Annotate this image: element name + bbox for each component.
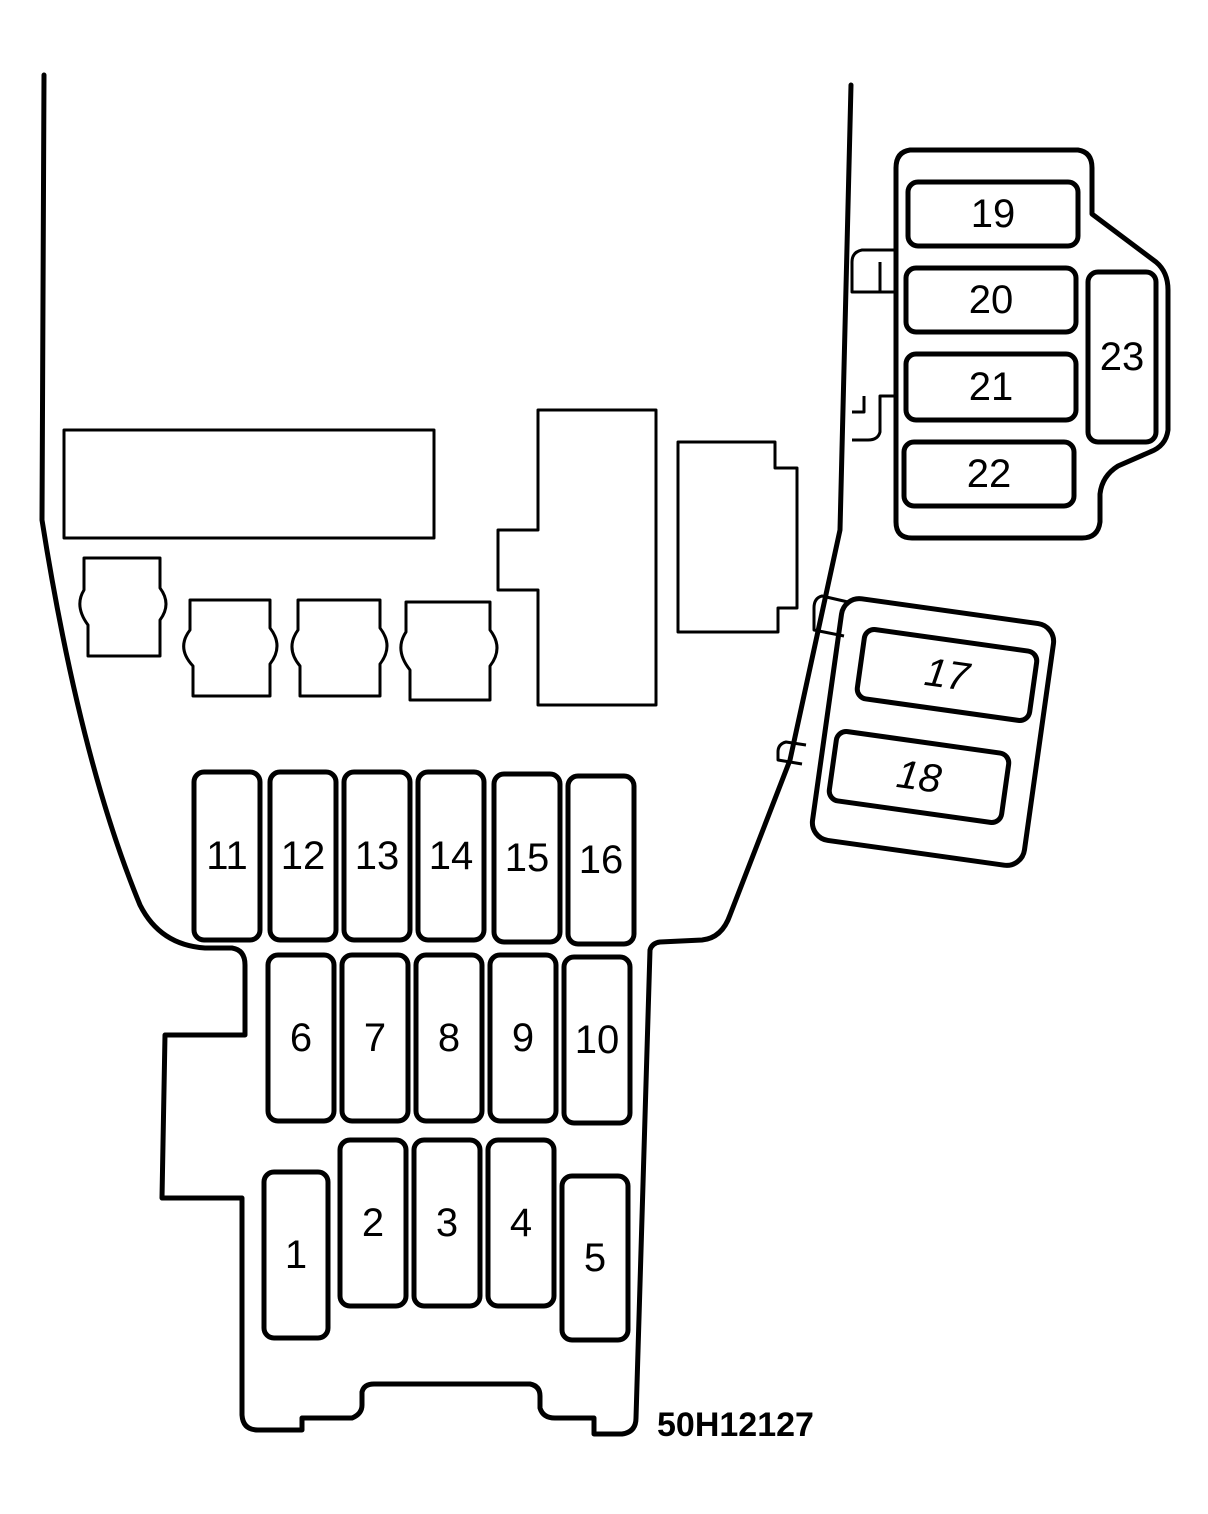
fuse-slot-outline <box>485 1137 557 1309</box>
fuse-slot-outline <box>339 952 411 1124</box>
fuse-slot-outline <box>901 439 1077 509</box>
sub-panel-lower-right <box>809 596 1057 868</box>
fuse-number-label: 10 <box>575 1018 620 1062</box>
fuse-slot-10: 10 <box>561 954 633 1126</box>
fuse-slot-outline <box>411 1137 483 1309</box>
fuse-slot-4: 4 <box>485 1137 557 1309</box>
fuse-slot-15: 15 <box>491 771 563 945</box>
fuse-slot-outline <box>341 769 413 943</box>
fuse-slot-6: 6 <box>265 952 337 1124</box>
diagram-code-label: 50H12127 <box>657 1406 814 1444</box>
sub-panel-upper-right <box>893 147 1171 541</box>
fuse-number-label: 18 <box>894 752 945 802</box>
fuse-slot-outline <box>826 729 1012 825</box>
relay-block-right <box>676 440 799 634</box>
fuse-slot-outline <box>413 952 485 1124</box>
fuse-slot-21: 21 <box>903 351 1079 423</box>
fuse-slot-20: 20 <box>903 265 1079 335</box>
fuse-slot-outline <box>903 265 1079 335</box>
fuse-slot-1: 1 <box>261 1169 331 1341</box>
fuse-number-label: 13 <box>355 834 400 878</box>
fuse-number-label: 21 <box>969 365 1014 409</box>
fuse-number-label: 8 <box>438 1016 460 1060</box>
fuse-slot-13: 13 <box>341 769 413 943</box>
fuse-slot-outline <box>854 627 1040 723</box>
fuse-slot-14: 14 <box>415 769 487 943</box>
fuse-slot-17: 17 <box>854 627 1040 723</box>
fuse-number-label: 19 <box>971 192 1016 236</box>
sub-panel-upper-clip-bottom <box>852 394 896 442</box>
fuse-slot-18: 18 <box>826 729 1012 825</box>
fuse-number-label: 17 <box>922 650 974 700</box>
sub-panel-lower-clip-top <box>812 594 849 638</box>
fuse-number-label: 11 <box>206 834 248 878</box>
fuse-number-label: 15 <box>505 836 550 880</box>
sub-panel-lower-clip-bottom <box>776 740 807 766</box>
fuse-slot-3: 3 <box>411 1137 483 1309</box>
fuse-number-label: 16 <box>579 838 624 882</box>
fuse-slot-7: 7 <box>339 952 411 1124</box>
fuse-slot-outline <box>561 954 633 1126</box>
fuse-box-body-outline <box>39 72 854 1437</box>
fuse-slot-outline <box>559 1173 631 1343</box>
relay-socket-4 <box>399 600 499 702</box>
fuse-number-label: 9 <box>512 1016 534 1060</box>
relay-socket-3 <box>290 598 389 698</box>
fuse-slot-outline <box>905 179 1081 249</box>
fuse-number-label: 20 <box>969 278 1014 322</box>
fuse-slot-outline <box>261 1169 331 1341</box>
sub-panel-upper-clip-bottom-inner <box>852 396 866 414</box>
fuse-slot-outline <box>491 771 563 945</box>
fuse-slot-outline <box>487 952 559 1124</box>
fuse-number-label: 1 <box>285 1233 307 1277</box>
fuse-slot-9: 9 <box>487 952 559 1124</box>
fuse-slot-19: 19 <box>905 179 1081 249</box>
fuse-slot-outline <box>1085 269 1159 445</box>
fuse-slot-12: 12 <box>267 769 339 943</box>
fuse-slot-outline <box>191 769 263 943</box>
fuse-number-label: 5 <box>584 1236 606 1280</box>
fuse-slot-outline <box>415 769 487 943</box>
fuse-slot-outline <box>565 773 637 947</box>
fuse-number-label: 14 <box>429 834 474 878</box>
fuse-number-label: 2 <box>362 1201 384 1245</box>
fuse-number-label: 23 <box>1100 335 1145 379</box>
fuse-slot-22: 22 <box>901 439 1077 509</box>
relay-socket-2 <box>182 598 279 698</box>
fuse-slot-23: 23 <box>1085 269 1159 445</box>
fuse-slot-outline <box>267 769 339 943</box>
relay-block-tall <box>496 408 658 707</box>
fuse-number-label: 6 <box>290 1016 312 1060</box>
relay-socket-1 <box>78 556 168 658</box>
fuse-slot-outline <box>265 952 337 1124</box>
fuse-number-label: 12 <box>281 834 326 878</box>
fuse-slot-11: 11 <box>191 769 263 943</box>
relay-block-long <box>62 428 436 540</box>
fuse-slot-16: 16 <box>565 773 637 947</box>
fuse-slot-8: 8 <box>413 952 485 1124</box>
fuse-number-label: 22 <box>967 452 1012 496</box>
fuse-slot-outline <box>903 351 1079 423</box>
sub-panel-upper-clip-top <box>850 248 896 294</box>
fuse-slot-5: 5 <box>559 1173 631 1343</box>
fuse-number-label: 4 <box>510 1201 532 1245</box>
fuse-number-label: 3 <box>436 1201 458 1245</box>
fuse-number-label: 7 <box>364 1016 386 1060</box>
fuse-slot-outline <box>337 1137 409 1309</box>
fuse-slot-2: 2 <box>337 1137 409 1309</box>
